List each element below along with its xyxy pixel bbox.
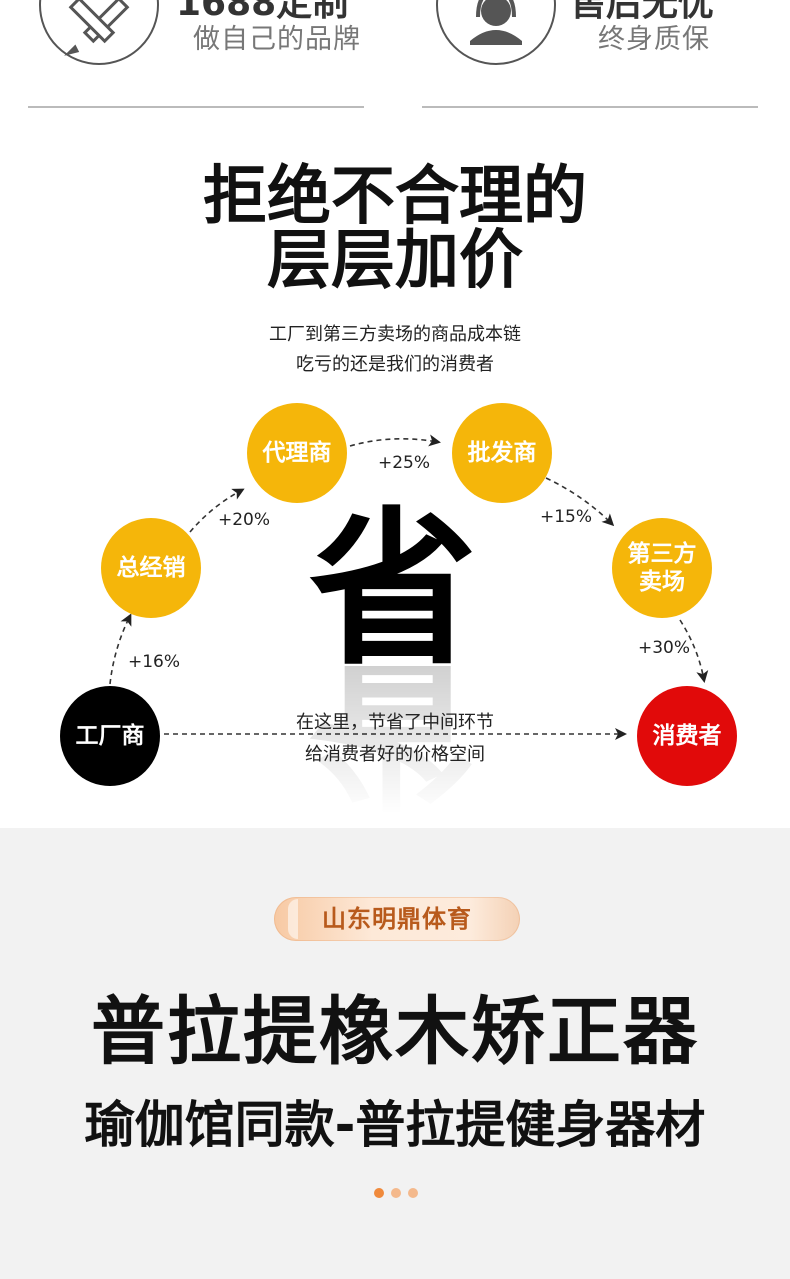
markup-retailer: +15% [540, 507, 593, 527]
carousel-dot-1[interactable] [374, 1188, 384, 1198]
brand-pill [274, 897, 520, 941]
intro-line-1: 工厂到第三方卖场的商品成本链 [269, 324, 521, 345]
node-consumer: 消费者 [637, 686, 737, 786]
brand-name: 山东明鼎体育 [322, 905, 472, 933]
arrow-agent-wholesaler [349, 434, 441, 447]
feature-subtitle-custom: 做自己的品牌 [193, 24, 361, 55]
feature-subtitle-aftersales: 终身质保 [598, 24, 710, 55]
product-title: 普拉提橡木矫正器 [91, 989, 699, 1075]
node-distributor-label: 总经销 [116, 555, 186, 581]
carousel-dot-3[interactable] [408, 1188, 418, 1198]
node-consumer-label: 消费者 [652, 723, 722, 749]
arrow-wholesaler-retailer [545, 477, 615, 527]
markup-agent: +20% [218, 510, 271, 530]
markup-consumer: +30% [638, 638, 691, 658]
save-note-line-1: 在这里，节省了中间环节 [296, 712, 494, 733]
headline-line-2: 层层加价 [267, 224, 523, 298]
node-retailer: 第三方 卖场 [612, 518, 712, 618]
save-note-line-2: 给消费者好的价格空间 [305, 744, 485, 765]
product-subtitle: 瑜伽馆同款-普拉提健身器材 [84, 1096, 706, 1154]
node-retailer-label-1: 第三方 [627, 541, 697, 567]
node-distributor: 总经销 [101, 518, 201, 618]
markup-wholesaler: +25% [378, 453, 431, 473]
node-factory: 工厂商 [60, 686, 160, 786]
feature-title-custom: 1688定制 [176, 0, 349, 24]
feature-title-aftersales: 售后无忧 [570, 0, 715, 24]
node-agent: 代理商 [247, 403, 347, 503]
node-wholesaler-label: 批发商 [467, 440, 537, 466]
node-agent-label: 代理商 [262, 440, 332, 466]
pencil-ruler-icon [39, 0, 159, 65]
headline-line-1: 拒绝不合理的 [203, 160, 587, 234]
divider-left [28, 106, 364, 108]
customer-service-icon [436, 0, 556, 65]
node-wholesaler: 批发商 [452, 403, 552, 503]
markup-distributor: +16% [128, 652, 181, 672]
save-char: 省 [309, 492, 477, 688]
carousel-indicator[interactable] [372, 1188, 420, 1200]
carousel-dot-2[interactable] [391, 1188, 401, 1198]
node-factory-label: 工厂商 [75, 723, 145, 749]
intro-line-2: 吃亏的还是我们的消费者 [296, 354, 494, 375]
node-retailer-label-2: 卖场 [639, 569, 685, 595]
arrow-factory-distributor [109, 613, 132, 685]
divider-right [422, 106, 758, 108]
chain-arrows [109, 434, 709, 740]
